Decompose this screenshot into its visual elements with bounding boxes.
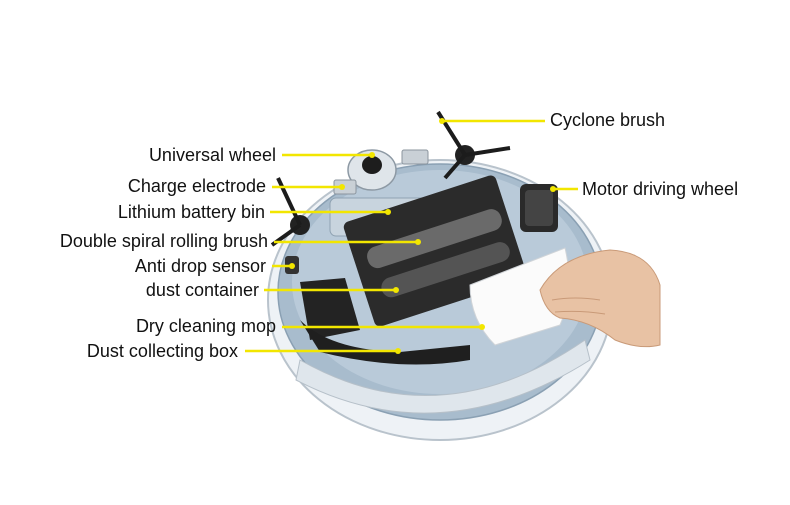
leader-charge-electrode-dot <box>339 184 345 190</box>
label-dust-collecting-box: Dust collecting box <box>86 341 238 361</box>
label-dry-cleaning-mop: Dry cleaning mop <box>135 316 276 336</box>
charge-electrode-top <box>401 149 429 165</box>
leader-dust-container-dot <box>393 287 399 293</box>
leader-motor-driving-wheel-dot <box>550 186 556 192</box>
universal-wheel-hub <box>362 156 382 174</box>
label-double-spiral-rolling-brush: Double spiral rolling brush <box>59 231 268 251</box>
dust-container-graphic <box>300 278 360 340</box>
leader-lines <box>245 118 578 354</box>
label-lithium-battery-bin: Lithium battery bin <box>117 202 265 222</box>
leader-universal-wheel-dot <box>369 152 375 158</box>
dust-collecting-box-graphic <box>300 320 470 365</box>
hand-graphic <box>539 249 661 348</box>
leader-dust-collecting-box-dot <box>395 348 401 354</box>
label-universal-wheel: Universal wheel <box>148 145 276 165</box>
leader-dry-cleaning-mop-dot <box>479 324 485 330</box>
leader-double-spiral-rolling-brush-dot <box>415 239 421 245</box>
leader-anti-drop-sensor-dot <box>289 263 295 269</box>
label-dust-container: dust container <box>145 280 259 300</box>
label-motor-driving-wheel: Motor driving wheel <box>582 179 739 199</box>
cyclone-brush-graphic <box>436 110 511 180</box>
robot-bumper <box>295 339 591 414</box>
label-charge-electrode: Charge electrode <box>127 176 266 196</box>
label-anti-drop-sensor: Anti drop sensor <box>134 256 266 276</box>
leader-lithium-battery-bin-dot <box>385 209 391 215</box>
label-cyclone-brush: Cyclone brush <box>550 110 666 130</box>
leader-cyclone-brush-dot <box>439 118 445 124</box>
